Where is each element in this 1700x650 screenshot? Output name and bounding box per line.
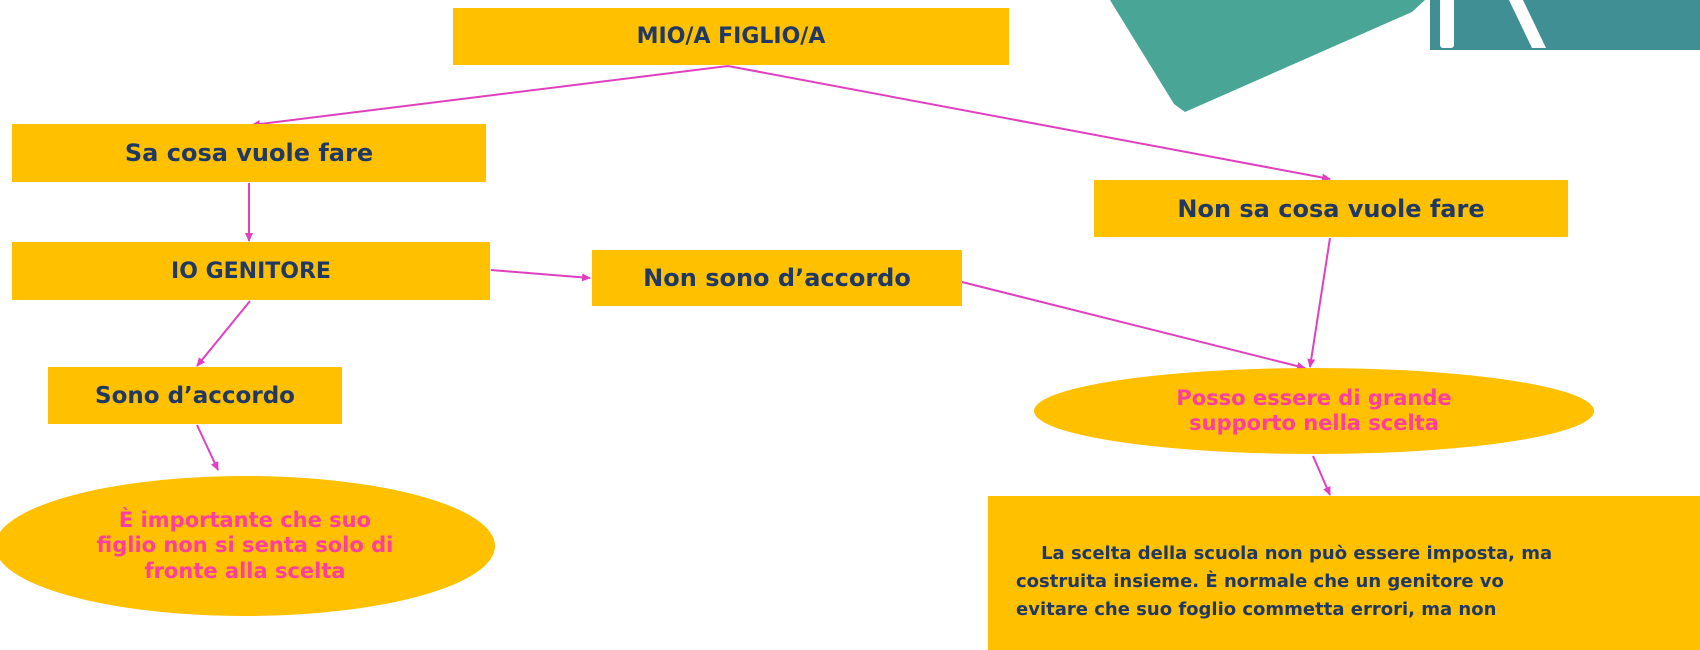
node-root: MIO/A FIGLIO/A bbox=[453, 8, 1009, 65]
connector-root-to-knows bbox=[251, 65, 729, 128]
node-disagree-label: Non sono d’accordo bbox=[643, 264, 911, 292]
node-root-label: MIO/A FIGLIO/A bbox=[636, 24, 826, 49]
white-bracket-slash bbox=[1508, 0, 1546, 48]
node-agree-label: Sono d’accordo bbox=[95, 382, 295, 409]
connector-parent-to-agree bbox=[196, 300, 251, 367]
teal-bracket-shape bbox=[1430, 0, 1700, 50]
connector-disagree-to-support bbox=[961, 281, 1306, 370]
connector-support-to-support-note bbox=[1312, 455, 1331, 496]
connector-doesnt-know-to-support bbox=[1307, 237, 1331, 368]
node-knows-label: Sa cosa vuole fare bbox=[124, 139, 374, 167]
node-knows: Sa cosa vuole fare bbox=[12, 124, 486, 182]
node-agree-note: È importante che suo figlio non si senta… bbox=[0, 476, 495, 616]
node-support: Posso essere di grande supporto nella sc… bbox=[1034, 368, 1594, 454]
node-parent: IO GENITORE bbox=[12, 242, 490, 300]
node-support-note-text: La scelta della scuola non può essere im… bbox=[1016, 542, 1553, 620]
node-disagree: Non sono d’accordo bbox=[592, 250, 962, 306]
connector-agree-to-agree-note bbox=[196, 424, 219, 471]
node-doesnt-know: Non sa cosa vuole fare bbox=[1094, 180, 1568, 237]
node-parent-label: IO GENITORE bbox=[171, 258, 331, 284]
connector-root-to-doesnt-know bbox=[727, 65, 1331, 182]
node-support-note: La scelta della scuola non può essere im… bbox=[988, 496, 1700, 650]
connector-parent-to-disagree bbox=[490, 269, 591, 282]
white-bracket-inner-bar bbox=[1440, 0, 1454, 48]
teal-triangle-shape bbox=[1110, 0, 1425, 112]
node-support-label: Posso essere di grande supporto nella sc… bbox=[1176, 385, 1452, 435]
node-agree: Sono d’accordo bbox=[48, 367, 342, 424]
node-doesnt-know-label: Non sa cosa vuole fare bbox=[1177, 194, 1485, 223]
node-agree-note-label: È importante che suo figlio non si senta… bbox=[96, 508, 394, 583]
